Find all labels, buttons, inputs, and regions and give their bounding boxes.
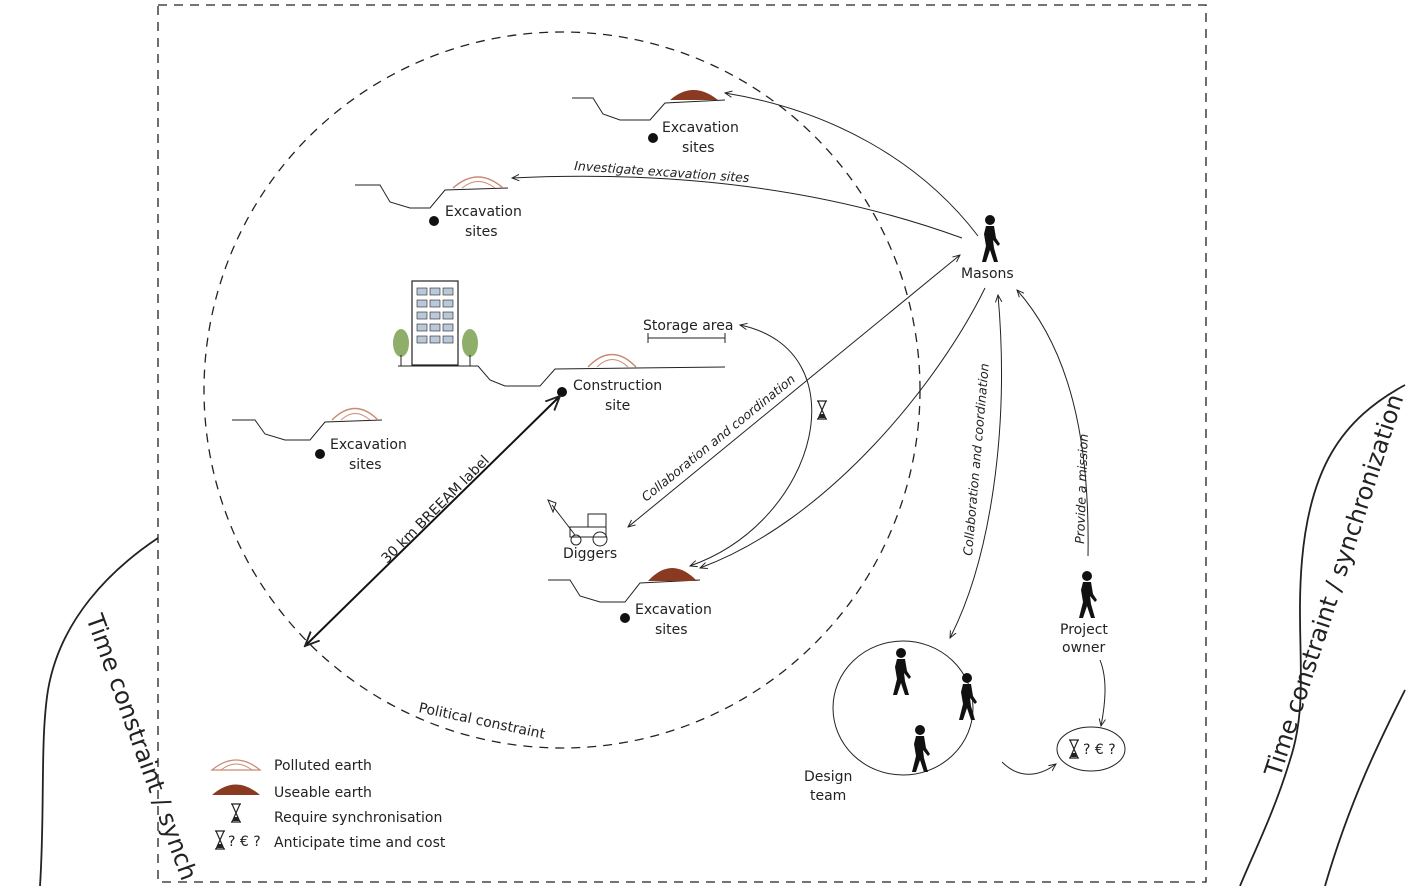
excavation-site-1: Excavation sites xyxy=(572,90,739,156)
arrow-masons-to-excavation-2 xyxy=(512,176,963,239)
diggers-label: Diggers xyxy=(563,546,617,562)
arrow-design-team-to-bubble xyxy=(1001,761,1056,775)
project-owner-label: Project xyxy=(1060,622,1108,638)
hourglass-icon xyxy=(1068,739,1080,759)
digger-icon: Diggers xyxy=(547,499,617,562)
masons: Masons xyxy=(961,215,1014,282)
construction-label: Construction xyxy=(573,378,662,394)
designer-icon xyxy=(893,648,911,695)
investigate-label: Investigate excavation sites xyxy=(574,158,751,185)
arrow-masons-to-excavation-4 xyxy=(700,287,986,568)
cost-symbol-label: ? € ? xyxy=(1083,742,1116,758)
right-time-constraint-curve-1 xyxy=(1239,384,1406,886)
breeam-label: 30 km BREEAM label xyxy=(379,453,493,567)
designer-icon xyxy=(959,673,977,720)
excavation-3-sublabel: sites xyxy=(349,457,382,473)
left-time-constraint-curve xyxy=(39,537,159,886)
hourglass-icon xyxy=(214,830,226,850)
design-team-label: Design xyxy=(804,769,852,785)
excavation-4-sublabel: sites xyxy=(655,622,688,638)
right-time-constraint-curve-2 xyxy=(1324,689,1406,886)
polluted-earth-icon xyxy=(210,759,262,771)
left-side-text: Time constraint / synch xyxy=(80,610,203,884)
hourglass-icon xyxy=(816,400,828,420)
storage-area: Storage area xyxy=(643,318,733,343)
project-owner: Project owner xyxy=(1060,571,1108,656)
excavation-3-label: Excavation xyxy=(330,437,407,453)
excavation-2-sublabel: sites xyxy=(465,224,498,240)
useable-earth-icon xyxy=(212,784,260,795)
excavation-site-3: Excavation sites xyxy=(232,407,407,473)
project-owner-icon xyxy=(1079,571,1097,618)
construction-sublabel: site xyxy=(605,398,630,414)
arrow-masons-to-excavation-1 xyxy=(725,93,979,237)
legend-cost-symbol: ? € ? xyxy=(228,834,261,850)
arrow-owner-to-bubble xyxy=(1100,659,1105,726)
design-team: Design team xyxy=(804,640,977,804)
arrow-breeam-radius xyxy=(305,396,560,646)
collaboration-label-left: Collaboration and coordination xyxy=(638,371,797,504)
arrow-storage-to-excavation-4 xyxy=(690,325,813,566)
mason-icon xyxy=(982,215,1000,262)
legend: Polluted earth Useable earth Require syn… xyxy=(210,758,446,851)
outer-boundary xyxy=(157,4,1207,883)
hourglass-icon xyxy=(230,803,242,823)
provide-mission-label: Provide a mission xyxy=(1072,433,1091,544)
legend-sync-label: Require synchronisation xyxy=(274,810,442,826)
legend-anticipate-label: Anticipate time and cost xyxy=(274,835,446,851)
excavation-4-label: Excavation xyxy=(635,602,712,618)
polluted-earth-icon xyxy=(452,176,504,189)
useable-earth-icon xyxy=(648,568,697,581)
storage-area-label: Storage area xyxy=(643,318,733,334)
construction-site: Construction site xyxy=(393,280,726,414)
arrow-masons-diggers xyxy=(628,255,960,527)
design-team-sublabel: team xyxy=(810,788,846,804)
tree-icon xyxy=(462,329,478,357)
arrow-owner-to-masons xyxy=(1017,290,1089,557)
cost-time-bubble: ? € ? xyxy=(1056,726,1126,772)
masons-label: Masons xyxy=(961,266,1014,282)
political-constraint-label: Political constraint xyxy=(417,700,547,743)
project-owner-sublabel: owner xyxy=(1062,640,1106,656)
legend-useable-label: Useable earth xyxy=(274,785,372,801)
excavation-1-label: Excavation xyxy=(662,120,739,136)
excavation-2-label: Excavation xyxy=(445,204,522,220)
excavation-site-4: Excavation sites xyxy=(548,568,712,638)
excavation-1-sublabel: sites xyxy=(682,140,715,156)
useable-earth-icon xyxy=(670,90,718,100)
arrow-masons-design-team xyxy=(950,295,1001,638)
designer-icon xyxy=(912,725,930,772)
legend-polluted-label: Polluted earth xyxy=(274,758,372,774)
excavation-site-2: Excavation sites xyxy=(355,176,522,240)
tree-icon xyxy=(393,329,409,357)
